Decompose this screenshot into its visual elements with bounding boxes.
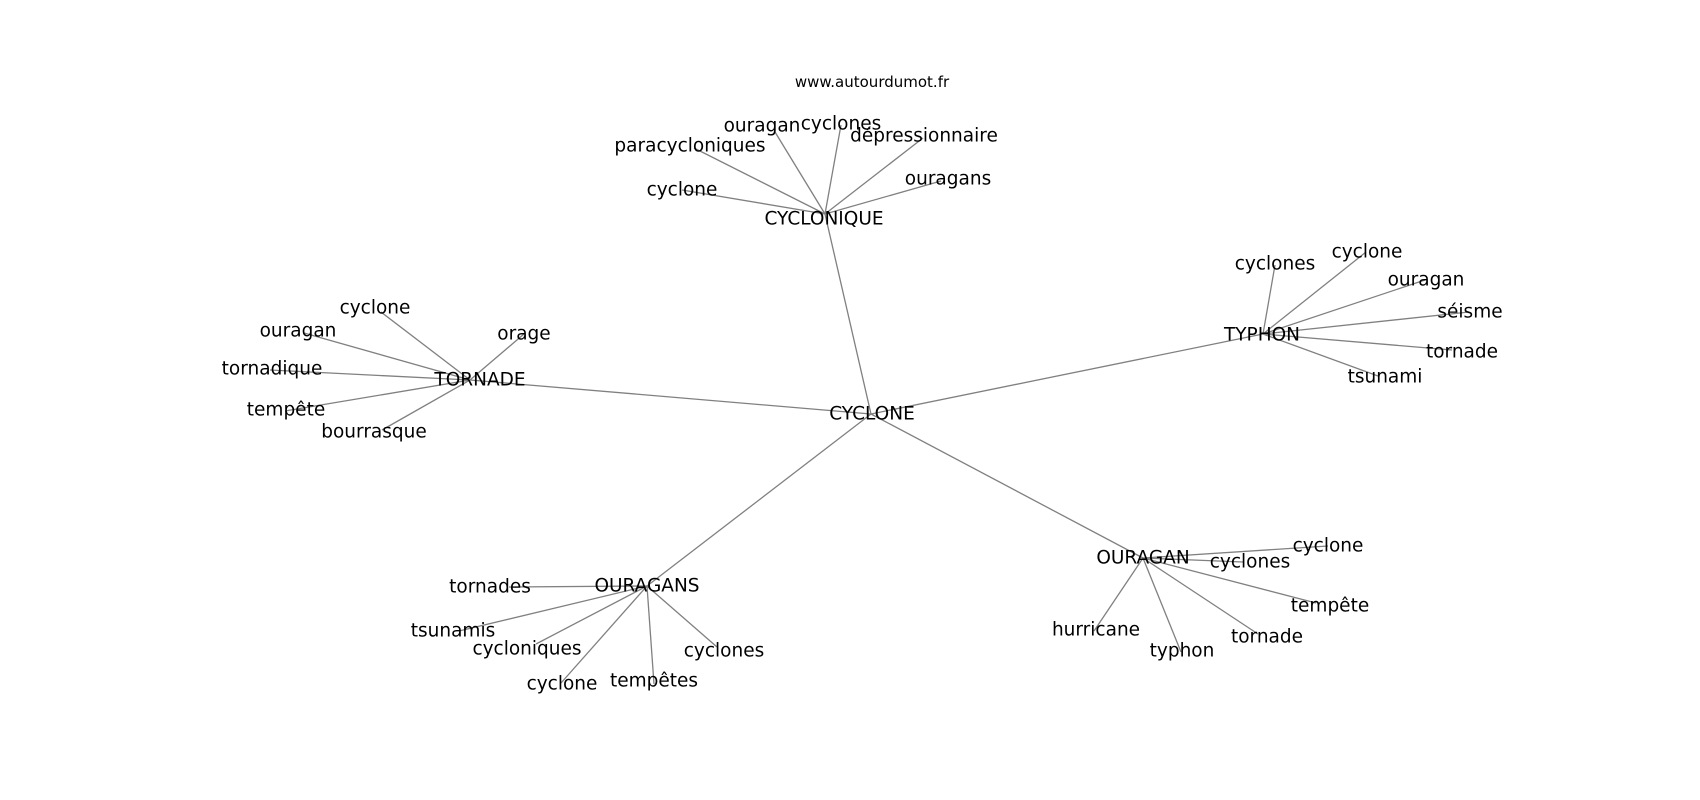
- edge-ouragan-hurricane: [1093, 557, 1144, 632]
- cluster-label-ouragan: OURAGAN: [1096, 548, 1189, 569]
- edge-tornade-ouragan: [303, 332, 471, 381]
- word-ouragan-tornade: tornade: [1231, 627, 1303, 648]
- word-cyclonique-depressionnaire: dépressionnaire: [850, 126, 998, 147]
- edge-ouragans-tempetes: [646, 585, 655, 685]
- word-cyclonique-cyclone: cyclone: [647, 180, 718, 201]
- word-cyclonique-paracycloniques: paracycloniques: [614, 136, 765, 157]
- edge-typhon-cyclone: [1262, 251, 1367, 335]
- edge-typhon-seisme: [1262, 311, 1470, 335]
- word-typhon-ouragan: ouragan: [1388, 270, 1465, 291]
- source-label[interactable]: www.autourdumot.fr: [795, 73, 950, 91]
- word-ouragans-cyclone: cyclone: [527, 674, 598, 695]
- edge-cyclonique-depressionnaire: [824, 137, 924, 215]
- edge-typhon-tornade: [1262, 333, 1453, 351]
- edge-cyclonique-paracycloniques: [693, 147, 826, 215]
- edge-cyclonique-ouragan: [774, 131, 826, 215]
- edge-typhon-cyclones: [1262, 264, 1276, 335]
- word-ouragans-tornades: tornades: [449, 577, 531, 598]
- edge-tornade-orage: [469, 333, 525, 381]
- word-ouragans-cyclones: cyclones: [684, 641, 765, 662]
- word-typhon-tornade: tornade: [1426, 342, 1498, 363]
- word-tornade-tornadique: tornadique: [222, 359, 323, 380]
- word-typhon-tsunami: tsunami: [1348, 367, 1423, 388]
- edge-ouragan-typhon: [1142, 557, 1182, 653]
- edge-ouragan-tornade: [1142, 557, 1259, 635]
- word-ouragan-typhon: typhon: [1150, 641, 1215, 662]
- graph-edges: [269, 124, 1470, 685]
- cluster-label-ouragans: OURAGANS: [594, 576, 699, 597]
- cluster-label-cyclonique: CYCLONIQUE: [764, 209, 883, 230]
- word-ouragan-tempete: tempête: [1291, 596, 1369, 617]
- word-tornade-orage: orage: [497, 324, 550, 345]
- graph-labels: CYCLONECYCLONIQUEcycloneparacycloniqueso…: [222, 114, 1503, 695]
- edge-cyclonique-ouragans: [824, 180, 942, 215]
- word-cyclonique-ouragans: ouragans: [905, 169, 991, 190]
- edge-typhon-tsunami: [1262, 333, 1379, 377]
- edge-center-ouragans: [646, 413, 872, 587]
- edge-ouragans-cyclones: [646, 585, 718, 648]
- edge-ouragans-tsunamis: [458, 585, 648, 632]
- word-ouragan-cyclone: cyclone: [1293, 536, 1364, 557]
- center-node-label: CYCLONE: [829, 404, 915, 425]
- word-typhon-cyclones: cyclones: [1235, 254, 1316, 275]
- edge-center-ouragan: [870, 413, 1144, 559]
- edge-center-cyclonique: [824, 213, 872, 415]
- word-ouragan-cyclones: cyclones: [1210, 552, 1291, 573]
- edge-ouragans-tornades: [508, 585, 648, 588]
- edge-ouragan-cyclone: [1142, 545, 1329, 559]
- word-tornade-tempete: tempête: [247, 400, 325, 421]
- edge-center-tornade: [469, 379, 872, 415]
- word-cyclonique-cyclones: cyclones: [801, 114, 882, 135]
- edge-ouragans-cycloniques: [535, 585, 648, 645]
- word-ouragans-tsunamis: tsunamis: [411, 621, 495, 642]
- edge-center-typhon: [870, 333, 1264, 415]
- edge-tornade-cyclone: [380, 311, 471, 381]
- cluster-label-tornade: TORNADE: [433, 370, 525, 391]
- cluster-label-typhon: TYPHON: [1223, 325, 1300, 346]
- edge-ouragan-cyclones: [1142, 557, 1244, 563]
- word-cyclonique-ouragan: ouragan: [724, 116, 801, 137]
- edge-tornade-bourrasque: [381, 379, 471, 431]
- word-tornade-ouragan: ouragan: [260, 321, 337, 342]
- word-ouragan-hurricane: hurricane: [1052, 620, 1140, 641]
- word-ouragans-cycloniques: cycloniques: [472, 639, 581, 660]
- edge-ouragans-cyclone: [560, 585, 648, 684]
- edge-cyclonique-cyclone: [681, 189, 826, 215]
- edge-ouragan-tempete: [1142, 557, 1317, 604]
- edge-typhon-ouragan: [1262, 279, 1426, 335]
- edge-cyclonique-cyclones: [824, 124, 842, 215]
- word-ouragans-tempetes: tempêtes: [610, 671, 698, 692]
- edge-tornade-tornadique: [269, 369, 471, 381]
- word-tornade-cyclone: cyclone: [340, 298, 411, 319]
- word-typhon-cyclone: cyclone: [1332, 242, 1403, 263]
- word-tornade-bourrasque: bourrasque: [321, 422, 427, 443]
- word-typhon-seisme: séisme: [1437, 302, 1502, 323]
- edge-tornade-tempete: [284, 379, 471, 412]
